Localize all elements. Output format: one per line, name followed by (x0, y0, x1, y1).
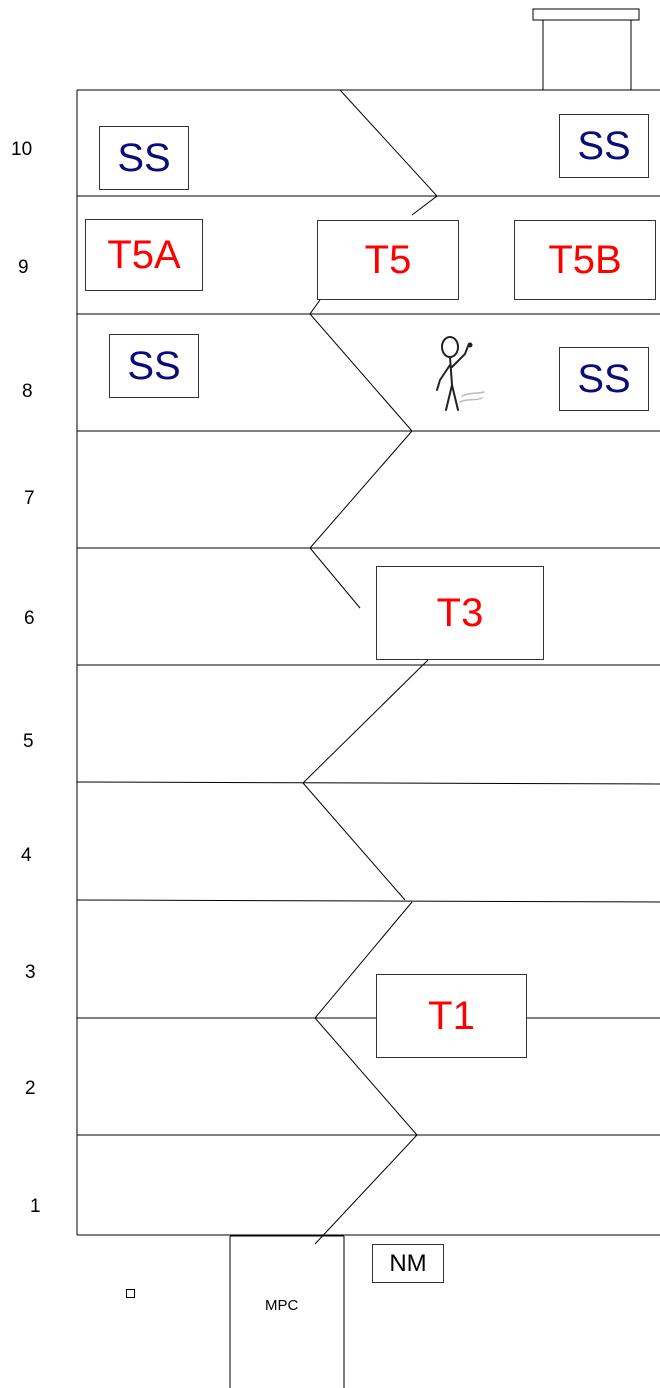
floor-number-4: 4 (21, 845, 32, 866)
mpc-room (229, 1235, 345, 1388)
room-t1: T1 (376, 974, 527, 1058)
room-t5: T5 (317, 220, 459, 300)
mpc-label: MPC (265, 1297, 299, 1314)
floor-number-9: 9 (18, 257, 29, 278)
room-ss-floor10-right: SS (559, 114, 649, 178)
floor-number-1: 1 (30, 1196, 41, 1217)
staircase (302, 659, 429, 901)
room-t5a: T5A (85, 219, 203, 291)
floor-number-8: 8 (22, 381, 33, 402)
room-t5b: T5B (514, 220, 656, 300)
floor-lines (76, 89, 660, 1236)
staircase (309, 299, 413, 609)
floor-number-2: 2 (25, 1078, 36, 1099)
floor-line (76, 781, 660, 785)
floor-line (76, 899, 660, 903)
floor-number-5: 5 (23, 731, 34, 752)
stick-figure-icon (436, 336, 485, 411)
floor-number-3: 3 (25, 962, 36, 983)
nm-label-box: NM (372, 1244, 444, 1283)
floor-number-7: 7 (24, 488, 35, 509)
floor-number-6: 6 (24, 608, 35, 629)
room-t3: T3 (376, 566, 544, 660)
room-ss-floor10-left: SS (99, 126, 189, 190)
staircase (339, 89, 438, 216)
staircase (314, 901, 418, 1245)
floor-number-10: 10 (11, 139, 33, 160)
square-icon (126, 1289, 135, 1298)
room-ss-floor8-left: SS (109, 334, 199, 398)
chimney (532, 8, 640, 91)
room-ss-floor8-right: SS (559, 347, 649, 411)
